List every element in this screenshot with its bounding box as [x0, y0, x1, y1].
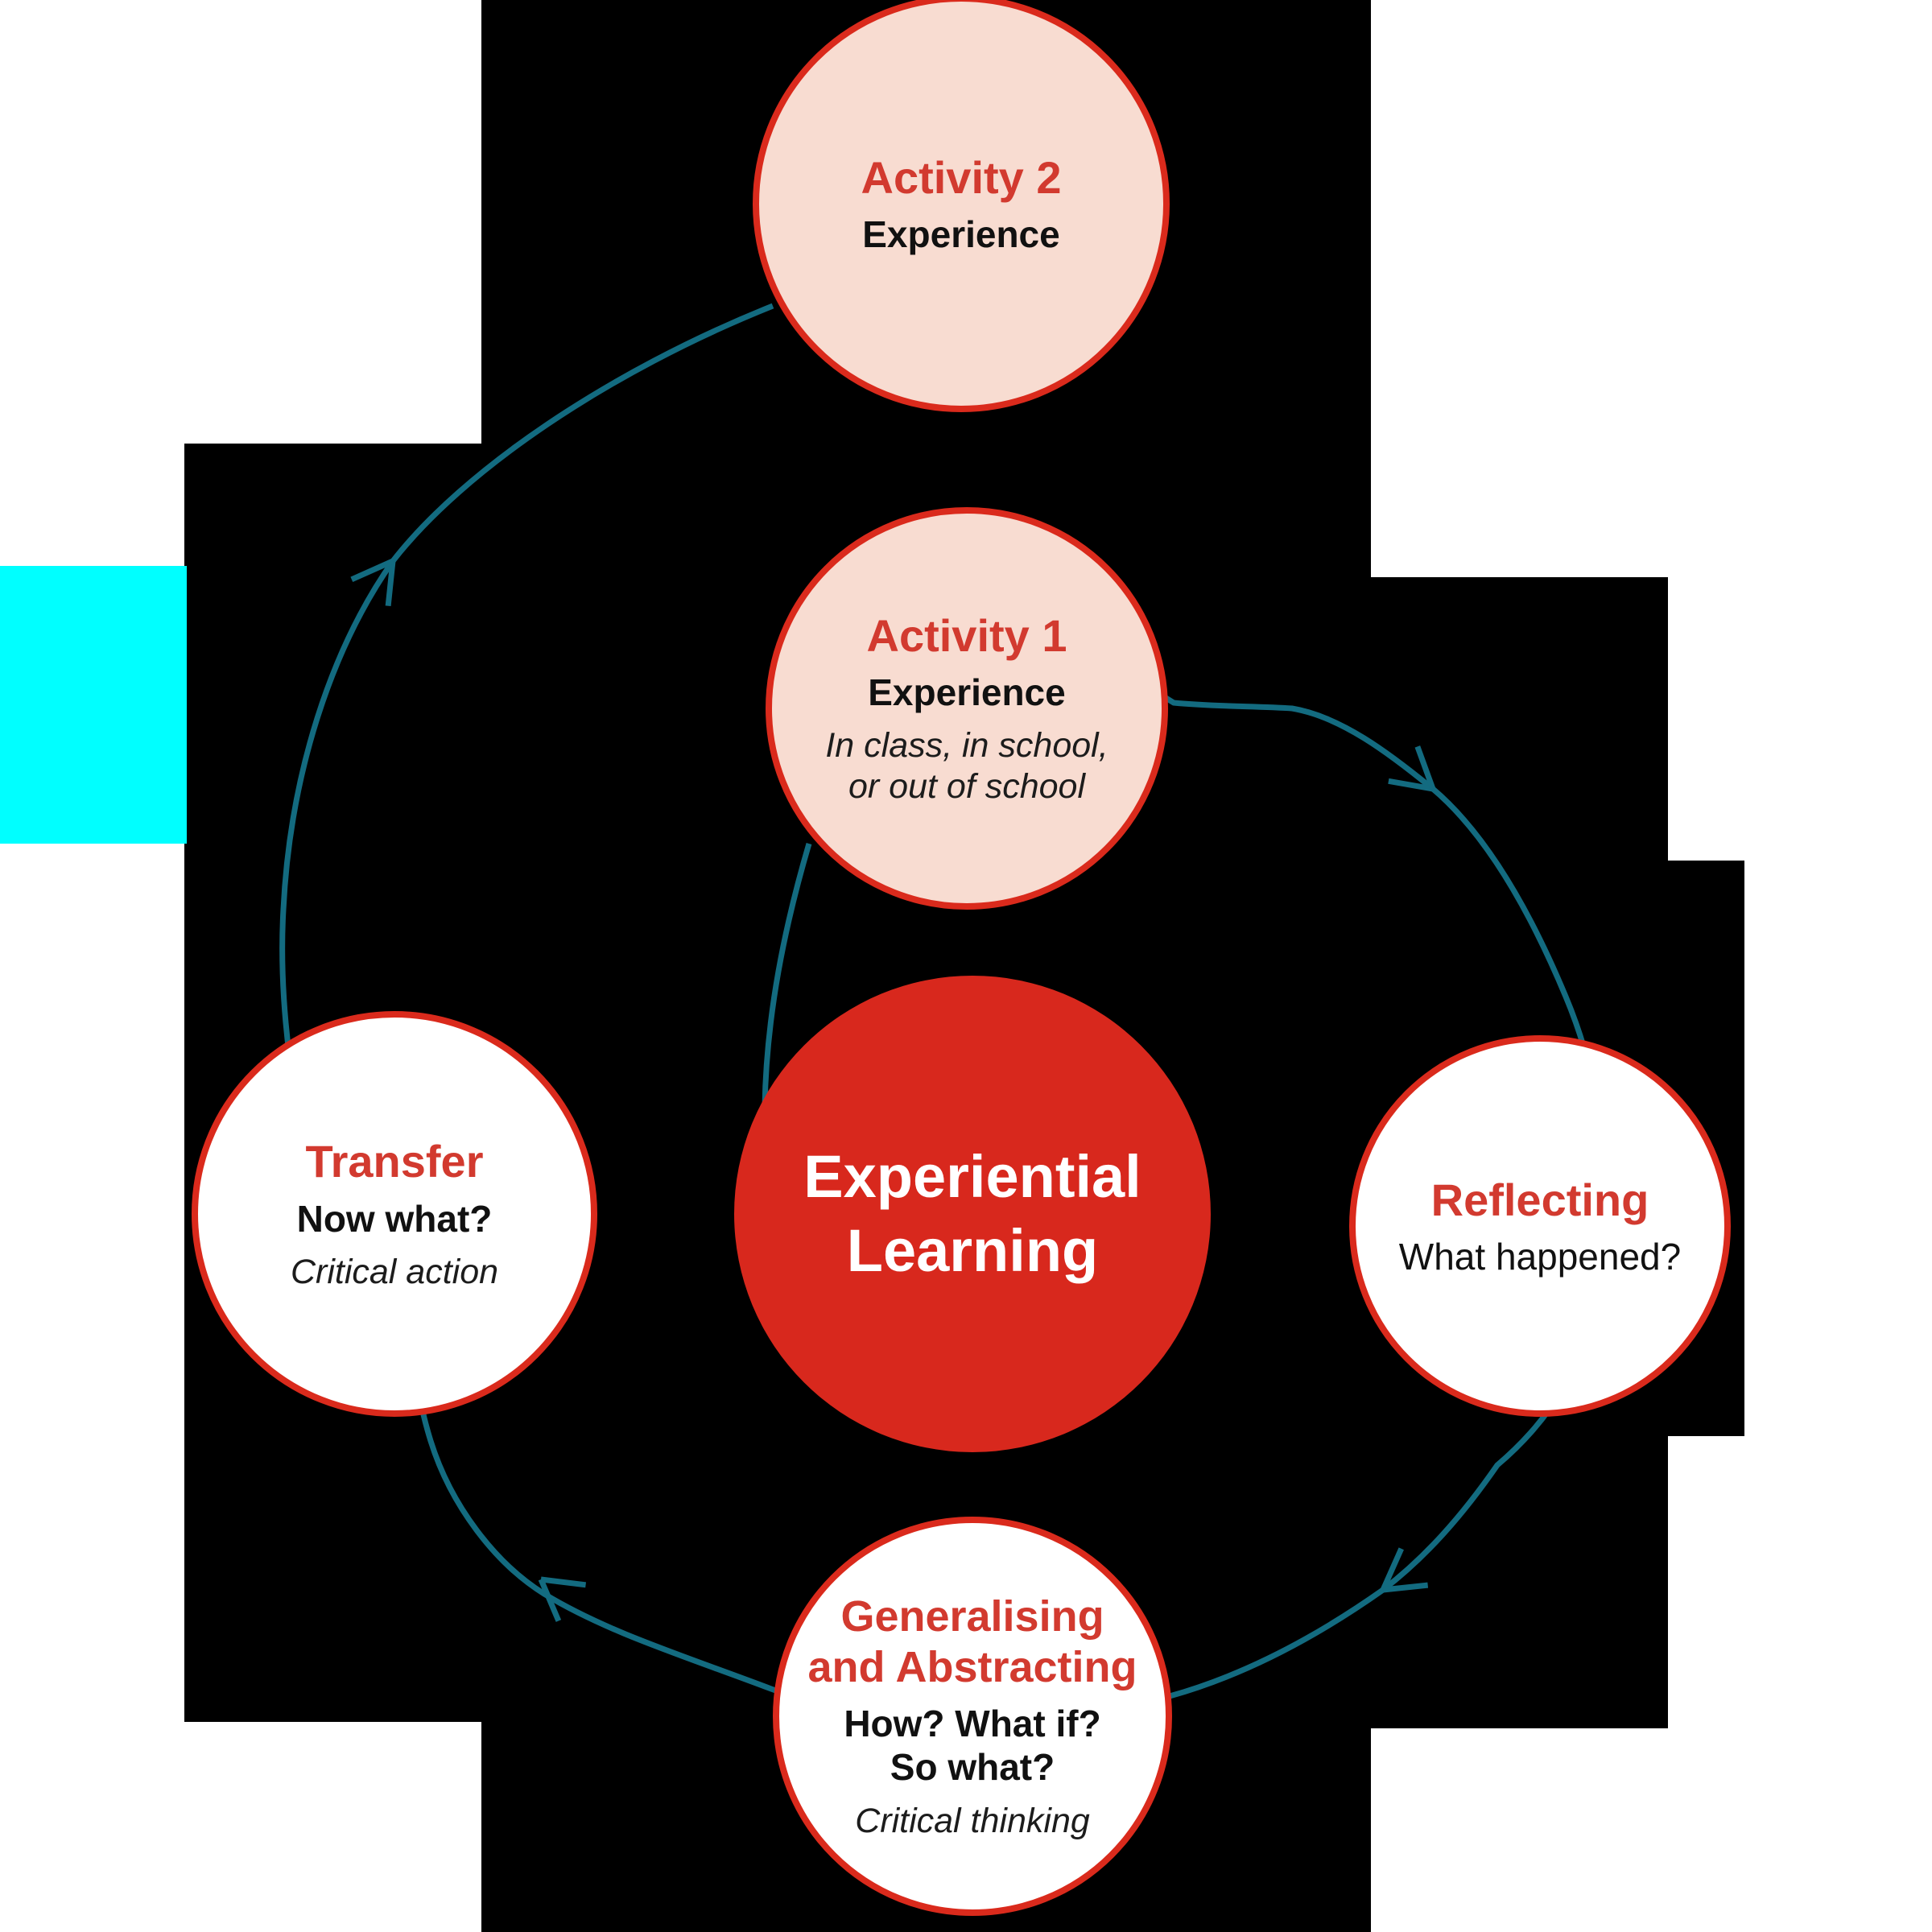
center-title-line2: Learning — [846, 1217, 1099, 1284]
activity2-title: Activity 2 — [861, 151, 1062, 203]
arrowhead-icon — [350, 558, 394, 582]
transfer-subtitle: Now what? — [296, 1197, 493, 1240]
generalising-note: Critical thinking — [855, 1801, 1090, 1840]
activity1-subtitle: Experience — [868, 671, 1066, 714]
node-activity2: Activity 2 Experience — [753, 0, 1170, 412]
arrowhead-icon — [1380, 1547, 1404, 1591]
activity1-title: Activity 1 — [866, 610, 1067, 662]
main-cycle-arc — [415, 641, 1610, 1726]
arrowhead-icon — [1414, 745, 1436, 791]
activity1-inner-arc — [762, 843, 812, 1108]
center-title-line1: Experiential — [803, 1142, 1141, 1210]
arrowhead-icons — [350, 558, 1436, 1622]
node-generalising: Generalising and Abstracting How? What i… — [773, 1517, 1172, 1916]
activity1-note-line2: or out of school — [848, 767, 1085, 807]
transfer-note: Critical action — [290, 1252, 499, 1291]
node-transfer: Transfer Now what? Critical action — [192, 1011, 597, 1417]
arrowhead-icon — [385, 560, 396, 607]
node-activity1: Activity 1 Experience In class, in schoo… — [766, 507, 1168, 910]
arrowhead-icon — [1388, 778, 1434, 792]
node-reflecting: Reflecting What happened? — [1349, 1035, 1731, 1417]
activity1-note-line1: In class, in school, — [825, 726, 1108, 766]
node-experiential-learning: Experiential Learning — [734, 976, 1211, 1452]
reflecting-title: Reflecting — [1430, 1174, 1649, 1225]
transfer-title: Transfer — [305, 1136, 484, 1187]
activity2-subtitle: Experience — [862, 213, 1060, 255]
arrowhead-icon — [538, 1578, 562, 1622]
cyan-accent-bar — [0, 566, 187, 844]
generalising-title-line1: Generalising — [840, 1591, 1104, 1641]
arrowhead-icon — [540, 1576, 587, 1588]
arrowhead-icon — [1382, 1582, 1429, 1593]
generalising-subtitle-line1: How? What if? — [844, 1703, 1101, 1745]
generalising-subtitle-line2: So what? — [890, 1746, 1055, 1789]
reflecting-subtitle: What happened? — [1398, 1235, 1682, 1278]
generalising-title-line2: and Abstracting — [807, 1643, 1137, 1692]
